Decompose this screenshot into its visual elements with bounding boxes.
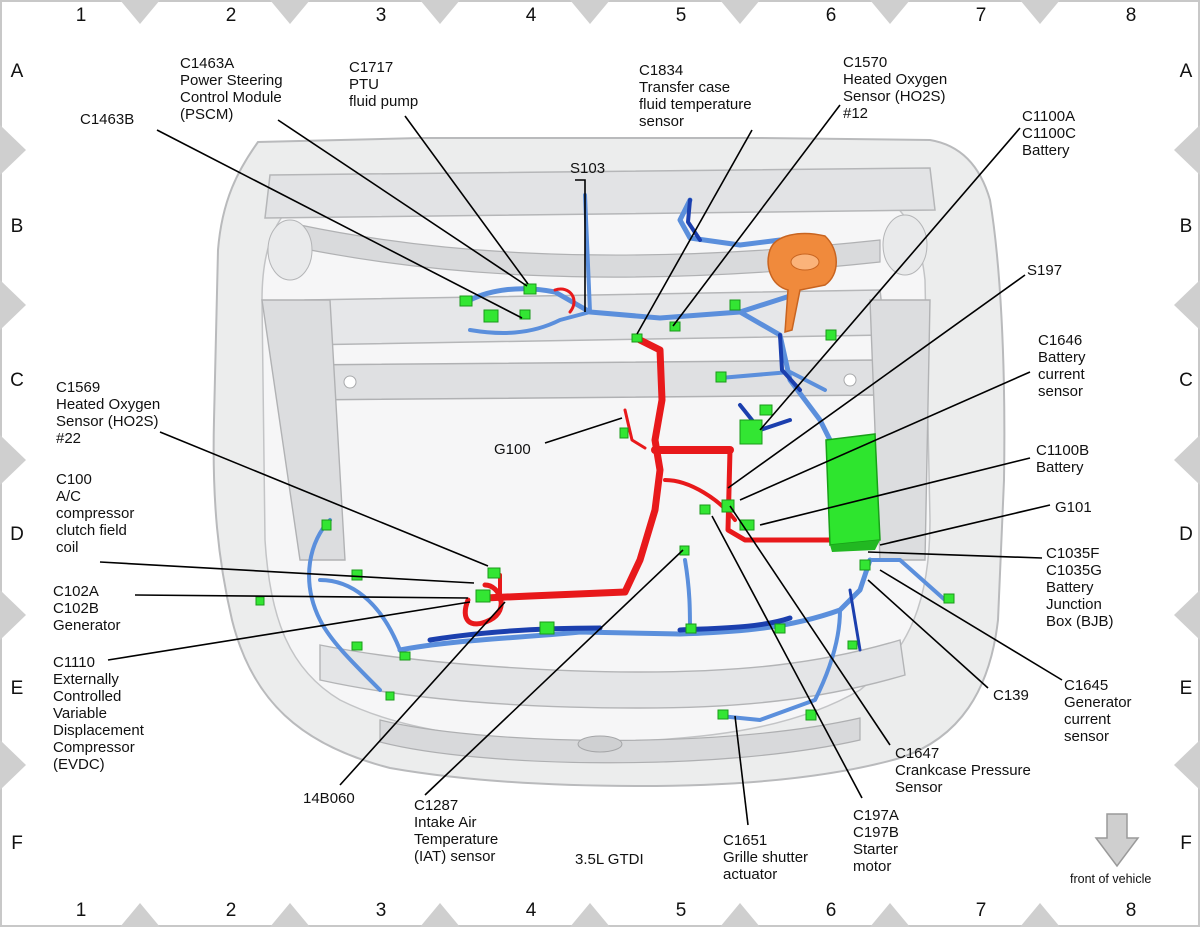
row-label: A <box>1180 61 1193 82</box>
grid-rows-left: A B C D E F <box>10 61 24 854</box>
row-label: E <box>11 678 24 699</box>
grid-columns-top: 1 2 3 4 5 6 7 8 <box>76 5 1137 26</box>
callout-c102: C102A C102B Generator <box>53 583 121 634</box>
callout-c1287: C1287 Intake Air Temperature (IAT) senso… <box>414 797 502 865</box>
leader-lines <box>99 104 1063 826</box>
col-label: 7 <box>976 900 987 921</box>
grid-rows-right: A B C D E F <box>1179 61 1193 854</box>
front-of-vehicle-arrow-icon <box>1094 813 1140 868</box>
callout-c1463b: C1463B <box>80 111 134 128</box>
col-label: 3 <box>376 900 387 921</box>
col-label: 1 <box>76 900 87 921</box>
callout-c100: C100 A/C compressor clutch field coil <box>56 471 139 556</box>
air-intake-tube <box>767 232 837 334</box>
callout-c1569: C1569 Heated Oxygen Sensor (HO2S) #22 <box>56 379 164 447</box>
col-label: 5 <box>676 900 687 921</box>
row-label: F <box>1180 833 1192 854</box>
front-of-vehicle-label: front of vehicle <box>1070 872 1151 886</box>
callout-c1100a: C1100A C1100C Battery <box>1022 108 1080 159</box>
callout-c1834: C1834 Transfer case fluid temperature se… <box>639 62 756 130</box>
col-label: 6 <box>826 900 837 921</box>
col-label: 4 <box>526 5 537 26</box>
callout-c197: C197A C197B Starter motor <box>853 807 903 875</box>
battery-junction-box <box>825 433 881 552</box>
row-label: B <box>11 216 24 237</box>
col-label: 4 <box>526 900 537 921</box>
col-label: 8 <box>1126 900 1137 921</box>
callout-c1646: C1646 Battery current sensor <box>1038 332 1090 400</box>
callout-c1570: C1570 Heated Oxygen Sensor (HO2S) #12 <box>843 54 951 122</box>
col-label: 5 <box>676 5 687 26</box>
col-label: 2 <box>226 5 237 26</box>
col-label: 3 <box>376 5 387 26</box>
engine-caption: 3.5L GTDI <box>575 851 644 868</box>
callout-c1035: C1035F C1035G Battery Junction Box (BJB) <box>1046 545 1114 630</box>
callout-c1645: C1645 Generator current sensor <box>1064 677 1136 745</box>
callout-g100: G100 <box>494 441 531 458</box>
callout-s197: S197 <box>1027 262 1062 279</box>
callout-c1100b: C1100B Battery <box>1036 442 1093 476</box>
row-label: B <box>1180 216 1193 237</box>
callout-c139: C139 <box>993 687 1029 704</box>
connector-markers <box>255 283 955 721</box>
row-label: D <box>1179 524 1193 545</box>
callout-c1647: C1647 Crankcase Pressure Sensor <box>895 745 1035 796</box>
col-label: 8 <box>1126 5 1137 26</box>
callout-c1463a: C1463A Power Steering Control Module (PS… <box>180 55 287 123</box>
col-label: 1 <box>76 5 87 26</box>
callout-s103: S103 <box>570 160 605 177</box>
col-label: 7 <box>976 5 987 26</box>
col-label: 6 <box>826 5 837 26</box>
row-label: C <box>1179 370 1193 391</box>
row-label: A <box>11 61 24 82</box>
row-label: D <box>10 524 24 545</box>
callout-c1651: C1651 Grille shutter actuator <box>723 832 812 883</box>
row-label: F <box>11 833 23 854</box>
callout-c1110: C1110 Externally Controlled Variable Dis… <box>53 654 148 773</box>
row-label: E <box>1180 678 1193 699</box>
callout-labels: C1463B C1463A Power Steering Control Mod… <box>53 54 1136 883</box>
grid-columns-bottom: 1 2 3 4 5 6 7 8 <box>76 900 1137 921</box>
callout-14b060: 14B060 <box>303 790 355 807</box>
row-label: C <box>10 370 24 391</box>
callout-c1717: C1717 PTU fluid pump <box>349 59 418 110</box>
callout-g101: G101 <box>1055 499 1092 516</box>
engine-compartment-illustration <box>212 137 1006 788</box>
wiring-harness <box>307 193 947 722</box>
col-label: 2 <box>226 900 237 921</box>
